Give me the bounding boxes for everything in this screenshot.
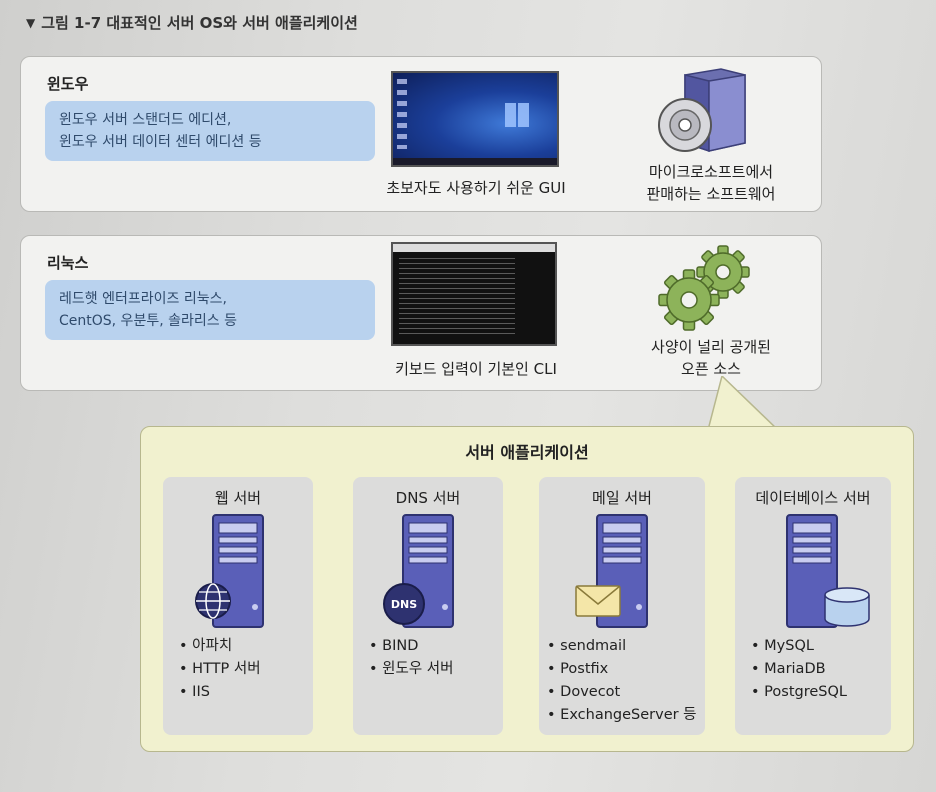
linux-license-caption: 사양이 널리 공개된 오픈 소스: [611, 336, 811, 380]
dns-server-title: DNS 서버: [395, 489, 461, 507]
list-item: BIND: [369, 635, 453, 658]
windows-products-line-2: 윈도우 서버 데이터 센터 에디션 등: [59, 134, 262, 150]
web-server-list: 아파치 HTTP 서버 IIS: [179, 635, 261, 704]
server-applications-title: 서버 애플리케이션: [465, 443, 589, 462]
windows-license-caption: 마이크로소프트에서 판매하는 소프트웨어: [611, 161, 811, 205]
list-item: ExchangeServer 등: [547, 704, 696, 727]
windows-products-box: 윈도우 서버 스탠더드 에디션, 윈도우 서버 데이터 센터 에디션 등: [45, 101, 375, 161]
taskbar: [393, 158, 557, 165]
windows-panel: 윈도우 윈도우 서버 스탠더드 에디션, 윈도우 서버 데이터 센터 에디션 등…: [20, 56, 822, 212]
server-applications-panel: 서버 애플리케이션 웹 서버 아파치 HTTP 서버 IIS DNS 서버: [140, 426, 914, 752]
windows-license-line-2: 판매하는 소프트웨어: [646, 185, 776, 203]
database-server-title: 데이터베이스 서버: [755, 489, 871, 507]
figure-caption-text: 그림 1-7 대표적인 서버 OS와 서버 애플리케이션: [41, 14, 358, 32]
list-item: Postfix: [547, 658, 697, 681]
list-item: Dovecot: [547, 681, 697, 704]
windows-gui-screenshot: [391, 71, 559, 167]
list-item: MariaDB: [751, 658, 847, 681]
dns-server-card: DNS 서버 DNS BIND 윈도우 서버: [353, 477, 503, 735]
list-item: IIS: [179, 681, 261, 704]
windows-interface-caption: 초보자도 사용하기 쉬운 GUI: [386, 179, 566, 197]
linux-products-line-2: CentOS, 우분투, 솔라리스 등: [59, 313, 237, 329]
terminal-text: [399, 258, 515, 336]
linux-label: 리눅스: [47, 254, 89, 272]
linux-interface-caption: 키보드 입력이 기본인 CLI: [395, 360, 557, 378]
linux-cli-screenshot: [391, 242, 557, 346]
caption-marker-icon: ▼: [26, 15, 36, 30]
web-server-title: 웹 서버: [214, 489, 262, 507]
linux-license-line-2: 오픈 소스: [681, 360, 741, 378]
windows-label: 윈도우: [47, 75, 89, 93]
list-item: HTTP 서버: [179, 658, 260, 681]
globe-icon: [195, 583, 231, 619]
mail-server-card: 메일 서버 sendmail Postfix Dovecot ExchangeS…: [539, 477, 705, 735]
list-item: 윈도우 서버: [369, 658, 453, 681]
windows-license-line-1: 마이크로소프트에서: [648, 163, 774, 181]
desktop-icons: [397, 79, 407, 149]
linux-license-line-1: 사양이 널리 공개된: [651, 338, 771, 356]
software-box-icon: [658, 68, 746, 153]
windows-products-line-1: 윈도우 서버 스탠더드 에디션,: [59, 112, 232, 128]
linux-panel: 리눅스 레드햇 엔터프라이즈 리눅스, CentOS, 우분투, 솔라리스 등 …: [20, 235, 822, 391]
callout-pointer: [708, 376, 780, 430]
terminal-titlebar: [393, 244, 555, 252]
list-item: MySQL: [751, 635, 847, 658]
list-item: PostgreSQL: [751, 681, 847, 704]
linux-products-box: 레드햇 엔터프라이즈 리눅스, CentOS, 우분투, 솔라리스 등: [45, 280, 375, 340]
windows-logo-icon: [505, 103, 529, 127]
list-item: sendmail: [547, 635, 697, 658]
linux-products-line-1: 레드햇 엔터프라이즈 리눅스,: [59, 291, 227, 307]
web-server-card: 웹 서버 아파치 HTTP 서버 IIS: [163, 477, 313, 735]
database-server-card: 데이터베이스 서버 MySQL MariaDB PostgreSQL: [735, 477, 891, 735]
envelope-icon: [575, 585, 621, 617]
dns-badge-icon: DNS: [383, 583, 425, 625]
list-item: 아파치: [179, 635, 261, 658]
gears-icon: [658, 245, 750, 331]
mail-server-title: 메일 서버: [592, 489, 652, 507]
mail-server-list: sendmail Postfix Dovecot ExchangeServer …: [547, 635, 697, 727]
database-server-list: MySQL MariaDB PostgreSQL: [751, 635, 847, 704]
dns-server-list: BIND 윈도우 서버: [369, 635, 453, 681]
figure-caption: ▼ 그림 1-7 대표적인 서버 OS와 서버 애플리케이션: [26, 12, 358, 33]
database-icon: [824, 587, 870, 627]
